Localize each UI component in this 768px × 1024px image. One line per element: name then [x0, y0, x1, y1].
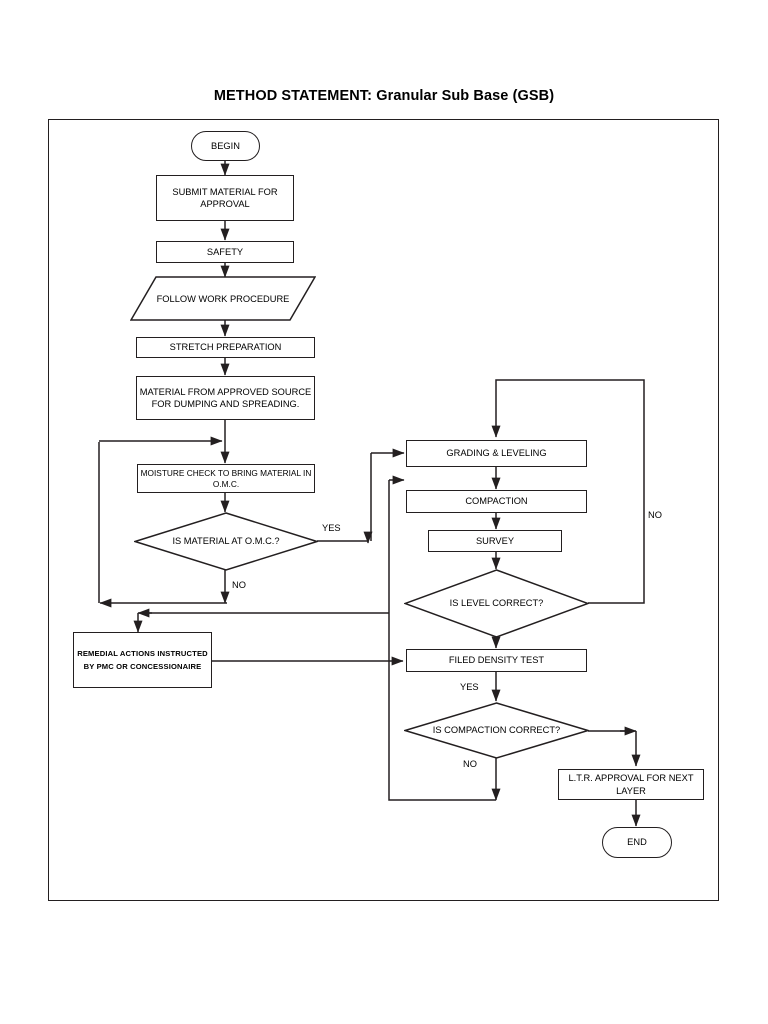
node-follow-work-label: FOLLOW WORK PROCEDURE [156, 293, 290, 304]
node-survey-label: SURVEY [475, 535, 515, 546]
edge-label-no-material: NO [232, 580, 246, 590]
node-material-source-label: MATERIAL FROM APPROVED SOURCE FOR DUMPIN… [139, 386, 312, 409]
node-ltr-approval[interactable]: L.T.R. APPROVAL FOR NEXT LAYER [558, 769, 704, 800]
node-is-material-omc-shape [134, 512, 318, 571]
node-follow-work-shape [130, 276, 316, 321]
node-begin-label: BEGIN [211, 140, 240, 151]
node-begin[interactable]: BEGIN [191, 131, 260, 161]
edge-label-no-compaction: NO [463, 759, 477, 769]
node-submit-material-label: SUBMIT MATERIAL FOR APPROVAL [172, 186, 278, 209]
node-filed-density-test[interactable]: FILED DENSITY TEST [406, 649, 587, 672]
node-submit-material[interactable]: SUBMIT MATERIAL FOR APPROVAL [156, 175, 294, 221]
node-stretch-preparation[interactable]: STRETCH PREPARATION [136, 337, 315, 358]
node-material-source[interactable]: MATERIAL FROM APPROVED SOURCE FOR DUMPIN… [136, 376, 315, 420]
edge-label-yes-density: YES [460, 682, 479, 692]
node-safety-label: SAFETY [206, 246, 244, 257]
edge-label-yes-material: YES [322, 523, 341, 533]
edge-label-no-level: NO [648, 510, 662, 520]
node-moisture-check[interactable]: MOISTURE CHECK TO BRING MATERIAL IN O.M.… [137, 464, 315, 493]
node-end[interactable]: END [602, 827, 672, 858]
node-follow-work[interactable]: FOLLOW WORK PROCEDURE [143, 277, 303, 321]
node-safety[interactable]: SAFETY [156, 241, 294, 263]
node-compaction[interactable]: COMPACTION [406, 490, 587, 513]
node-end-label: END [627, 837, 647, 848]
diagram-frame [48, 119, 719, 901]
node-filed-density-test-label: FILED DENSITY TEST [448, 655, 545, 666]
node-remedial-actions[interactable]: REMEDIAL ACTIONS INSTRUCTED BY PMC OR CO… [73, 632, 212, 688]
node-grading-leveling-label: GRADING & LEVELING [446, 448, 547, 459]
node-stretch-preparation-label: STRETCH PREPARATION [169, 342, 282, 353]
page-title: METHOD STATEMENT: Granular Sub Base (GSB… [213, 88, 555, 104]
node-grading-leveling[interactable]: GRADING & LEVELING [406, 440, 587, 467]
node-survey[interactable]: SURVEY [428, 530, 562, 552]
node-remedial-actions-label: REMEDIAL ACTIONS INSTRUCTED BY PMC OR CO… [77, 648, 208, 671]
node-compaction-label: COMPACTION [465, 496, 528, 507]
node-is-compaction-correct-shape [404, 702, 589, 759]
node-moisture-check-label: MOISTURE CHECK TO BRING MATERIAL IN O.M.… [140, 467, 312, 489]
node-ltr-approval-label: L.T.R. APPROVAL FOR NEXT LAYER [568, 773, 694, 796]
node-is-level-correct-shape [404, 569, 589, 638]
